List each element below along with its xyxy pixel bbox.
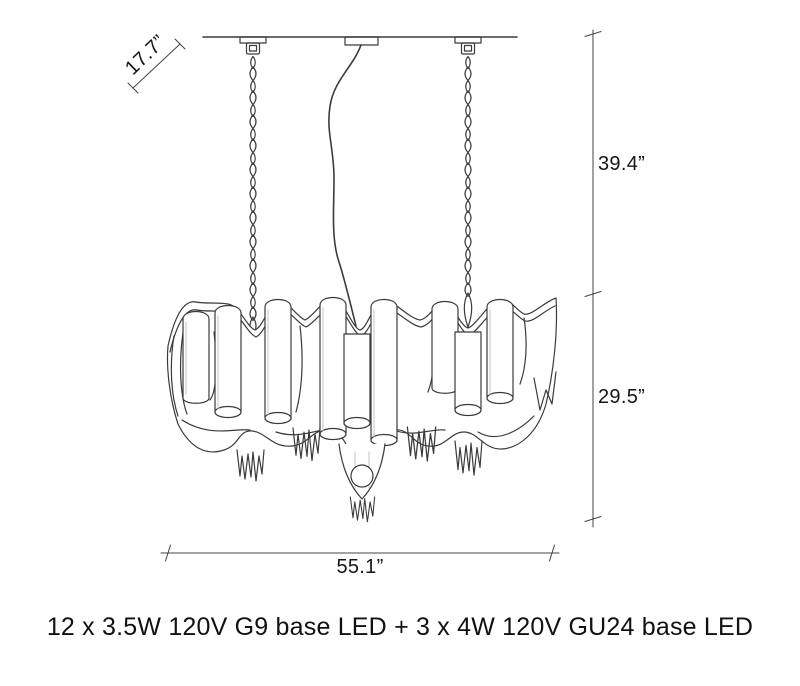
lamping-caption: 12 x 3.5W 120V G9 base LED + 3 x 4W 120V… xyxy=(46,613,754,641)
right-chain xyxy=(454,36,482,328)
dimension-line-width xyxy=(160,544,560,562)
dim-label-suspension-height: 39.4” xyxy=(598,153,646,175)
center-cone xyxy=(338,443,386,500)
dimension-line-vertical xyxy=(584,29,602,528)
left-chain xyxy=(239,36,267,336)
dimension-line-diagonal xyxy=(127,38,186,94)
roll-tubes xyxy=(182,296,514,447)
dim-label-body-width: 55.1” xyxy=(336,556,384,578)
canopy-and-cord xyxy=(328,36,379,327)
dim-label-body-height: 29.5” xyxy=(598,386,646,408)
